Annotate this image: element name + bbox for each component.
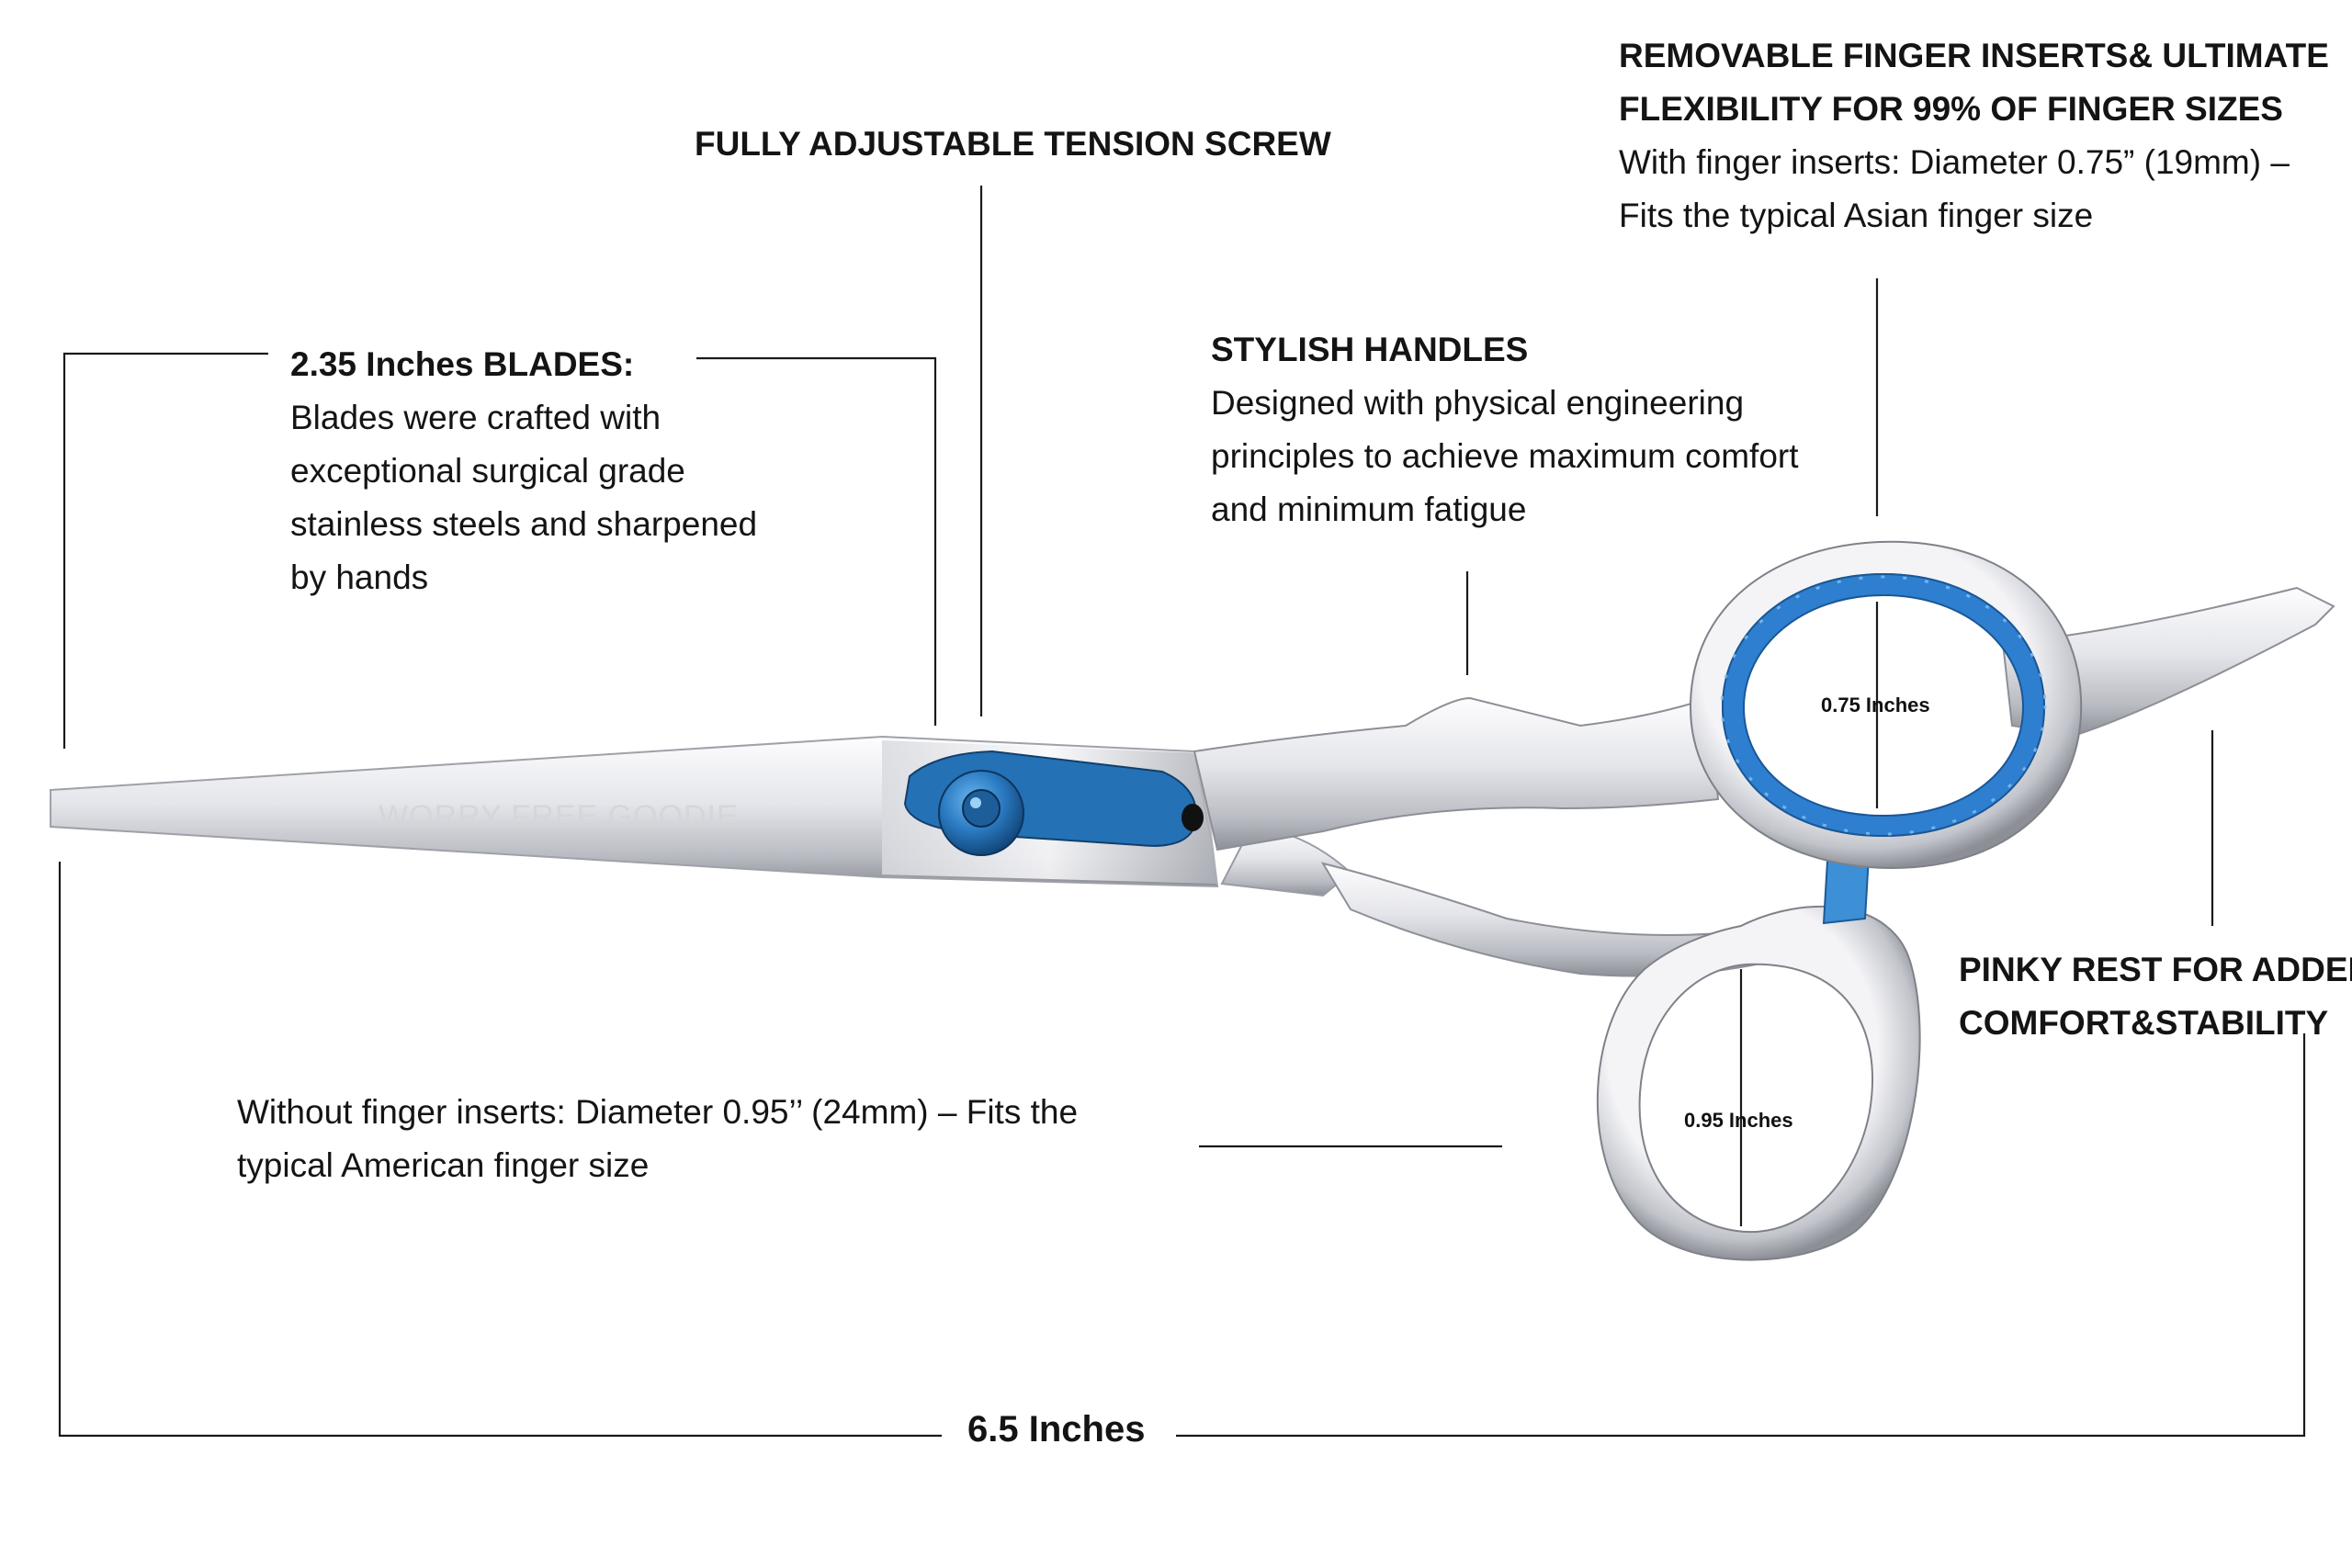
- pinky-rest-title-line2: COMFORT&STABILITY: [1959, 1004, 2329, 1042]
- total-length-label: 6.5 Inches: [967, 1409, 1146, 1450]
- blades-callout: 2.35 Inches BLADES: Blades were crafted …: [290, 338, 757, 604]
- blades-bracket-right: [696, 356, 937, 726]
- finger-insert-ring: [1721, 572, 2046, 838]
- handles-callout: STYLISH HANDLES Designed with physical e…: [1211, 323, 1799, 536]
- total-length-left: [58, 862, 942, 1438]
- screw-highlight: [970, 797, 981, 808]
- blade-pivot: [1182, 804, 1204, 831]
- handles-title: STYLISH HANDLES: [1211, 331, 1529, 368]
- finger-inserts-body-line1: With finger inserts: Diameter 0.75” (19m…: [1619, 143, 2290, 181]
- blades-bracket-left: [62, 352, 268, 749]
- ring-dimension-markers: 0.75 Inches 0.95 Inches: [1684, 602, 1930, 1226]
- lower-ring-dimension-label: 0.95 Inches: [1684, 1109, 1793, 1132]
- blades-body-line2: exceptional surgical grade: [290, 452, 685, 490]
- finger-inserts-body-line2: Fits the typical Asian finger size: [1619, 197, 2094, 234]
- blades-body-line3: stainless steels and sharpened: [290, 505, 758, 543]
- scissors: WORRY FREE GOODIE: [50, 540, 2335, 1261]
- handles-body-line2: principles to achieve maximum comfort: [1211, 437, 1799, 475]
- upper-handle-arm: [1193, 696, 1720, 852]
- without-inserts-body-line1: Without finger inserts: Diameter 0.95’’ …: [237, 1093, 1079, 1131]
- handles-body-line1: Designed with physical engineering: [1211, 384, 1745, 422]
- without-inserts-body-line2: typical American finger size: [237, 1146, 650, 1184]
- brand-engraving: WORRY FREE GOODIE: [379, 799, 739, 834]
- handles-body-line3: and minimum fatigue: [1211, 491, 1527, 528]
- pinky-rest-callout: PINKY REST FOR ADDED COMFORT&STABILITY: [1959, 943, 2352, 1050]
- finger-inserts-callout: REMOVABLE FINGER INSERTS& ULTIMATE FLEXI…: [1619, 29, 2329, 243]
- finger-inserts-title-line1: REMOVABLE FINGER INSERTS& ULTIMATE: [1619, 37, 2329, 74]
- without-inserts-callout: Without finger inserts: Diameter 0.95’’ …: [237, 1086, 1078, 1192]
- total-length-right: [1176, 1033, 2306, 1438]
- tension-screw-callout: FULLY ADJUSTABLE TENSION SCREW: [695, 125, 1331, 163]
- leader-lines: [58, 186, 2306, 1438]
- pinky-rest-title-line1: PINKY REST FOR ADDED: [1959, 951, 2352, 988]
- insert-highlight: [1720, 575, 2047, 836]
- lower-ring: [1596, 906, 1921, 1261]
- blades-body-line1: Blades were crafted with: [290, 399, 662, 436]
- blades-title: 2.35 Inches BLADES:: [290, 345, 635, 383]
- finger-inserts-title-line2: FLEXIBILITY FOR 99% OF FINGER SIZES: [1619, 90, 2283, 128]
- pinky-tang: [2001, 586, 2335, 737]
- screw-center: [962, 789, 1001, 828]
- blades-body-line4: by hands: [290, 558, 429, 596]
- upper-ring-dimension-label: 0.75 Inches: [1821, 694, 1930, 716]
